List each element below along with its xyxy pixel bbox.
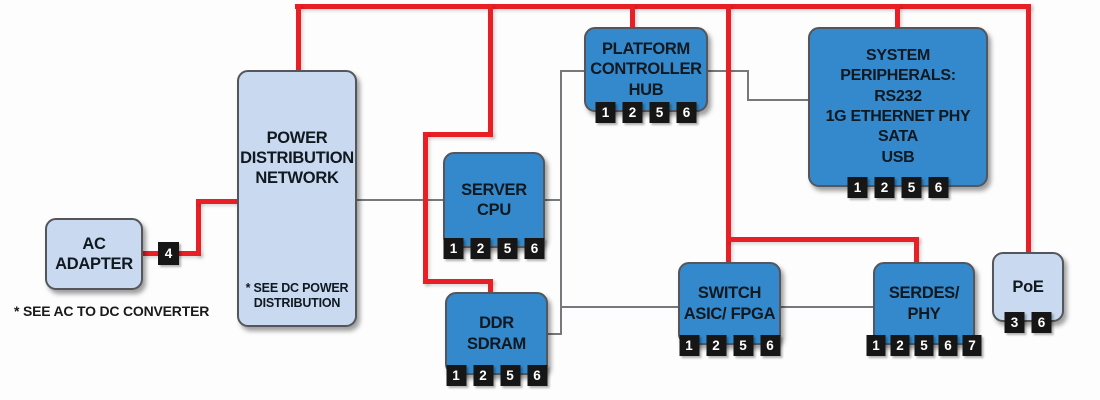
pin-badge: 5: [914, 335, 934, 356]
power-line-ac-v: [196, 199, 201, 256]
block-note: * SEE DC POWER DISTRIBUTION: [245, 280, 349, 311]
pin-badge: 5: [497, 238, 518, 259]
pin-badge: 6: [524, 238, 545, 259]
power-line-branch-serdes: [726, 237, 919, 242]
pin-badge: 1: [595, 102, 616, 123]
pin-badge: 2: [874, 177, 895, 198]
pin-badge: 6: [676, 102, 697, 123]
pin-badge: 2: [622, 102, 643, 123]
pin-badge: 5: [901, 177, 922, 198]
pin-badge: 1: [679, 335, 699, 356]
power-line-top-bus: [295, 4, 1031, 9]
block-label: SERDES/ PHY: [888, 284, 960, 323]
block-label: PLATFORM CONTROLLER HUB: [590, 40, 702, 99]
block-label: PoE: [1012, 277, 1044, 296]
data-line-hub-stub: [560, 70, 586, 72]
pin-badge: 6: [928, 177, 949, 198]
power-line-drop-switch: [726, 4, 731, 264]
data-line-vertical-bus: [560, 70, 562, 334]
pin-badge: 6: [938, 335, 958, 356]
block-label: SERVER CPU: [461, 180, 527, 219]
pin-badge: 6: [1031, 312, 1052, 333]
power-line-ddr-d: [423, 279, 493, 284]
block-label: SWITCH ASIC/ FPGA: [683, 284, 776, 323]
power-line-drop-hub: [630, 4, 635, 29]
block-label: DDR SDRAM: [467, 314, 526, 353]
power-line-ddr-drop: [488, 279, 493, 294]
pin-badge: 2: [473, 365, 493, 386]
data-line-bus-to-switch: [560, 306, 679, 308]
block-system-peripherals: SYSTEM PERIPHERALS: RS232 1G ETHERNET PH…: [808, 27, 988, 198]
pin-badge: 5: [500, 365, 520, 386]
pin-badge: 6: [527, 365, 547, 386]
pin-badge: 2: [890, 335, 910, 356]
block-label: SYSTEM PERIPHERALS: RS232 1G ETHERNET PH…: [825, 46, 971, 166]
block-label: POWER DISTRIBUTION NETWORK: [240, 129, 354, 188]
pin-badge: 2: [470, 238, 491, 259]
power-line-ddr-c: [423, 132, 428, 284]
pin-badge: 6: [760, 335, 780, 356]
power-line-drop-ddr-a: [488, 4, 493, 137]
pin-badge: 2: [706, 335, 726, 356]
power-line-drop-poe: [1026, 4, 1031, 254]
pin-badge: 1: [866, 335, 886, 356]
pin-badge: 1: [847, 177, 868, 198]
note-ac-to-dc-converter: * SEE AC TO DC CONVERTER: [14, 303, 210, 319]
power-line-drop-peripherals: [895, 4, 900, 29]
power-line-drop-serdes: [914, 237, 919, 264]
pin-badge: 7: [962, 335, 982, 356]
data-line-pdn-to-cpu: [357, 199, 445, 201]
block-label: AC ADAPTER: [55, 234, 133, 273]
pin-badge-ac-line: 4: [158, 242, 179, 265]
data-line-hub-right-v: [747, 70, 749, 101]
data-line-switch-to-serdes: [781, 306, 875, 308]
data-line-cpu-stub: [545, 199, 562, 201]
power-line-drop-pdn: [296, 4, 301, 72]
data-line-ddr-stub: [548, 333, 562, 335]
block-power-distribution-network: POWER DISTRIBUTION NETWORK * SEE DC POWE…: [237, 70, 357, 327]
pin-badge: 5: [649, 102, 670, 123]
pin-badge: 3: [1004, 312, 1025, 333]
data-line-hub-to-peripherals: [747, 99, 810, 101]
power-line-ddr-b: [423, 132, 493, 137]
pin-badge: 1: [446, 365, 466, 386]
pin-badge: 1: [443, 238, 464, 259]
block-ac-adapter: AC ADAPTER: [45, 218, 143, 290]
pin-badge: 5: [733, 335, 753, 356]
power-line-ac-h2: [196, 199, 239, 204]
